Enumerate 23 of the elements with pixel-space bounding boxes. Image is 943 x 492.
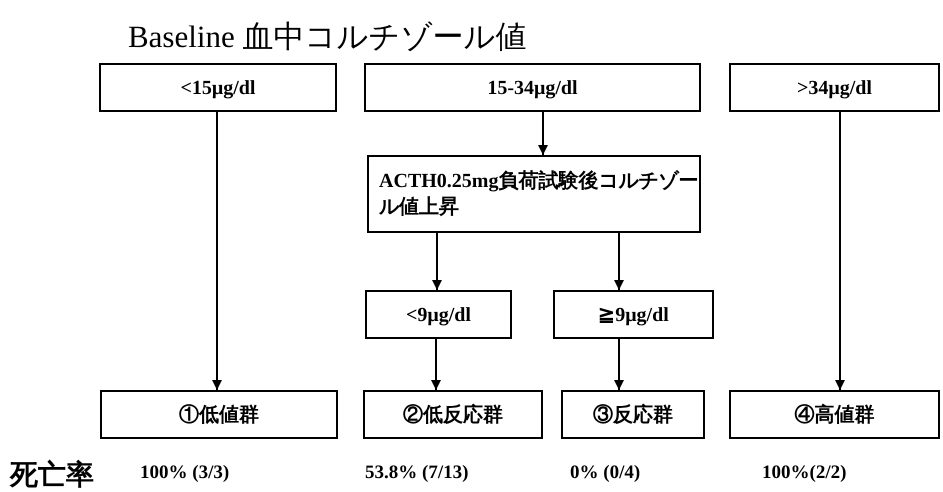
range-box: 15-34μg/dl: [364, 63, 701, 112]
range-box: ≧9μg/dl: [553, 290, 714, 339]
group-box: ④高値群: [729, 390, 940, 439]
diagram-title: Baseline 血中コルチゾール値: [128, 18, 526, 56]
mortality-value: 100%(2/2): [762, 462, 846, 484]
arrow: [835, 112, 845, 390]
range-box: <9μg/dl: [365, 290, 512, 339]
mortality-value: 53.8% (7/13): [365, 462, 468, 484]
group-box: ①低値群: [100, 390, 338, 439]
arrow: [614, 233, 624, 290]
arrow: [614, 339, 624, 390]
range-box: >34μg/dl: [729, 63, 940, 112]
arrow: [431, 339, 441, 390]
group-box: ③反応群: [561, 390, 705, 439]
group-box: ②低反応群: [363, 390, 543, 439]
mortality-value: 100% (3/3): [140, 462, 230, 484]
test-box: ACTH0.25mg負荷試験後コルチゾール値上昇: [367, 155, 701, 233]
arrow: [432, 233, 442, 290]
rate-heading: 死亡率: [10, 458, 94, 492]
mortality-value: 0% (0/4): [570, 462, 640, 484]
arrow: [538, 112, 548, 155]
range-box: <15μg/dl: [99, 63, 337, 112]
arrow: [212, 112, 222, 390]
